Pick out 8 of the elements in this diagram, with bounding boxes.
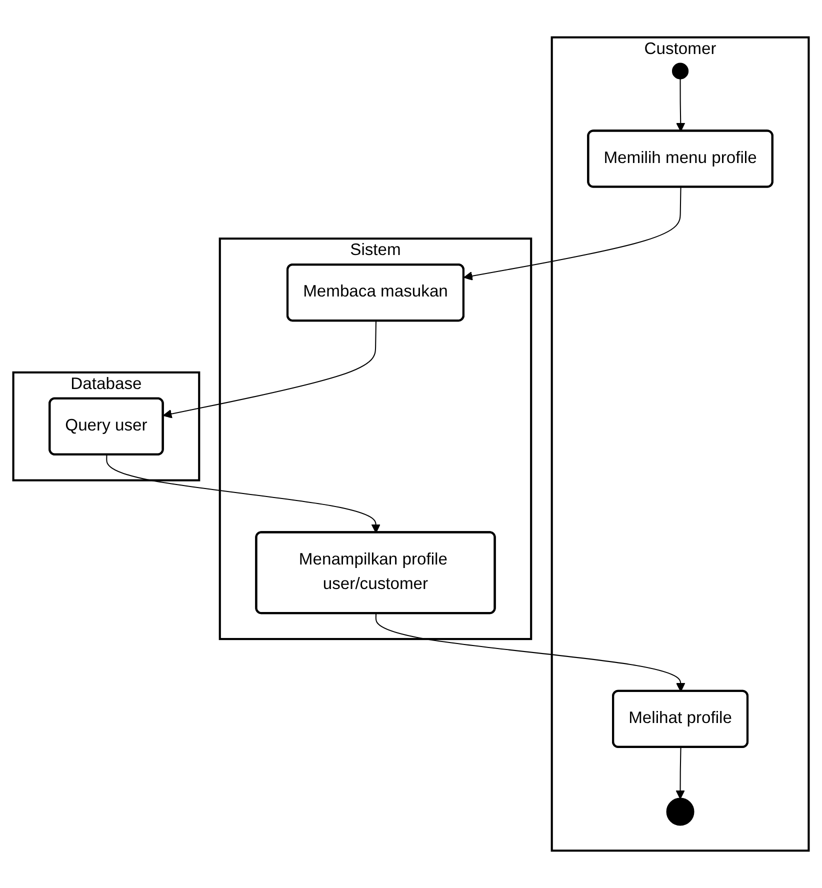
arrow — [676, 747, 685, 800]
arrow — [676, 78, 686, 132]
node-bullseye — [666, 798, 694, 826]
arrow — [464, 187, 682, 281]
arrow — [106, 454, 380, 534]
arrow — [375, 614, 686, 692]
arrow — [162, 321, 377, 418]
node-circle — [672, 62, 689, 80]
